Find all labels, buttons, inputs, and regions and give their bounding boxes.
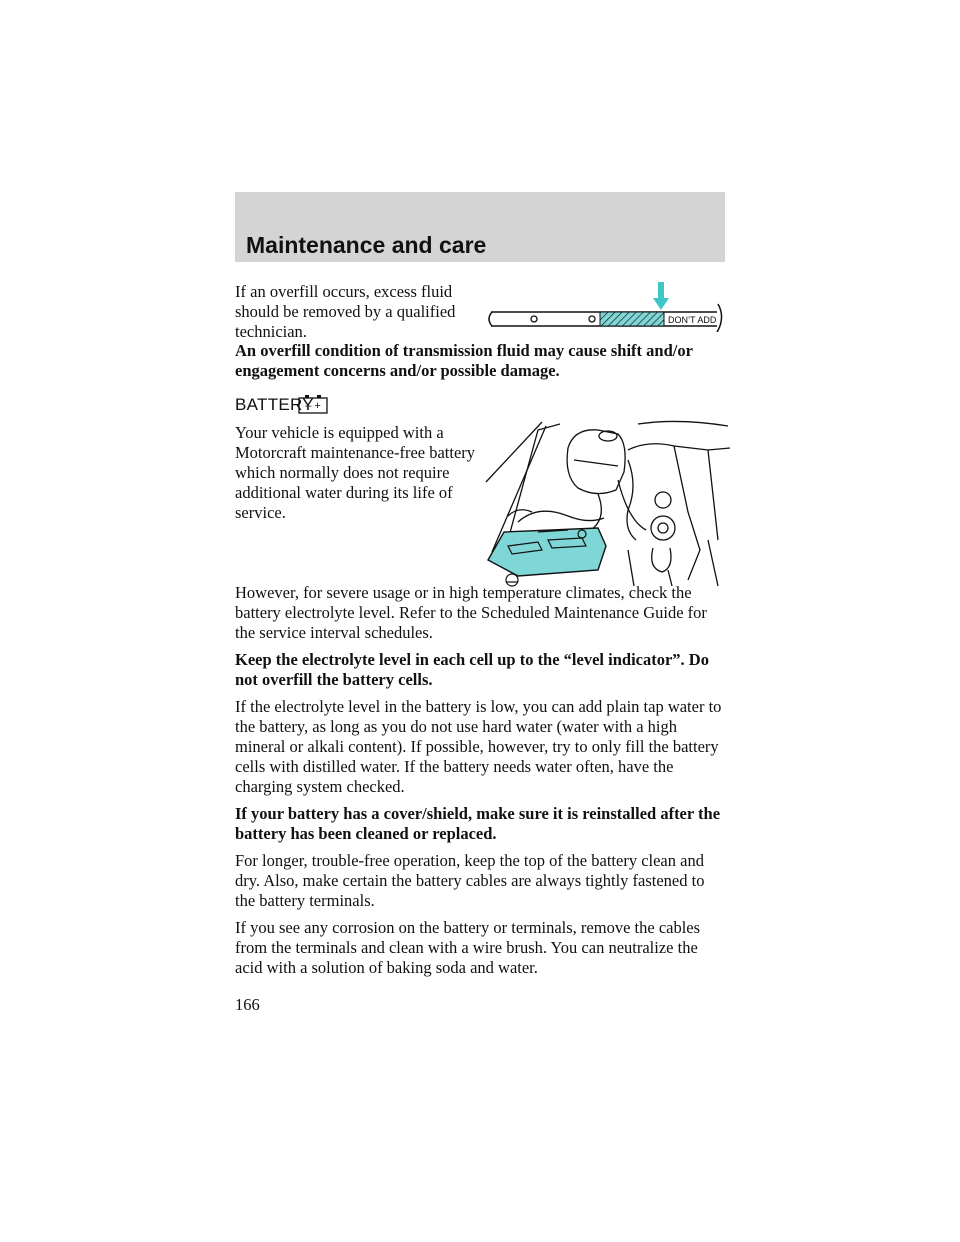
down-arrow-icon xyxy=(653,282,669,310)
dont-add-label: DON’T ADD xyxy=(668,315,717,325)
battery-icon: – + xyxy=(298,395,328,414)
overfill-text: If an overfill occurs, excess fluid shou… xyxy=(235,282,456,341)
section-header: Maintenance and care xyxy=(235,192,725,262)
battery-body-text: However, for severe usage or in high tem… xyxy=(235,583,725,985)
paragraph-cover-shield: If your battery has a cover/shield, make… xyxy=(235,804,721,843)
dipstick-end-left xyxy=(488,311,493,327)
battery-icon-label: – + xyxy=(305,400,321,412)
dipstick-hatched-zone xyxy=(599,311,665,327)
page-number: 166 xyxy=(235,995,260,1014)
battery-heading: BATTERY xyxy=(235,395,314,414)
dipstick-hole-max xyxy=(588,315,596,323)
engine-bay-illustration xyxy=(485,420,730,587)
overfill-paragraph: If an overfill occurs, excess fluid shou… xyxy=(235,282,475,342)
paragraph-clean-dry: For longer, trouble-free operation, keep… xyxy=(235,851,705,910)
dipstick-hole-min xyxy=(530,315,538,323)
dipstick-illustration: DON’T ADD xyxy=(488,282,723,332)
paragraph-severe-usage: However, for severe usage or in high tem… xyxy=(235,583,707,642)
battery-intro: Your vehicle is equipped with a Motorcra… xyxy=(235,423,476,522)
battery-highlight xyxy=(487,527,607,577)
section-title: Maintenance and care xyxy=(246,232,487,258)
overfill-warning: An overfill condition of transmission fl… xyxy=(235,341,693,380)
dipstick-end-right xyxy=(716,303,723,332)
paragraph-electrolyte-warning: Keep the electrolyte level in each cell … xyxy=(235,650,709,689)
paragraph-tap-water: If the electrolyte level in the battery … xyxy=(235,697,722,796)
paragraph-corrosion: If you see any corrosion on the battery … xyxy=(235,918,701,977)
